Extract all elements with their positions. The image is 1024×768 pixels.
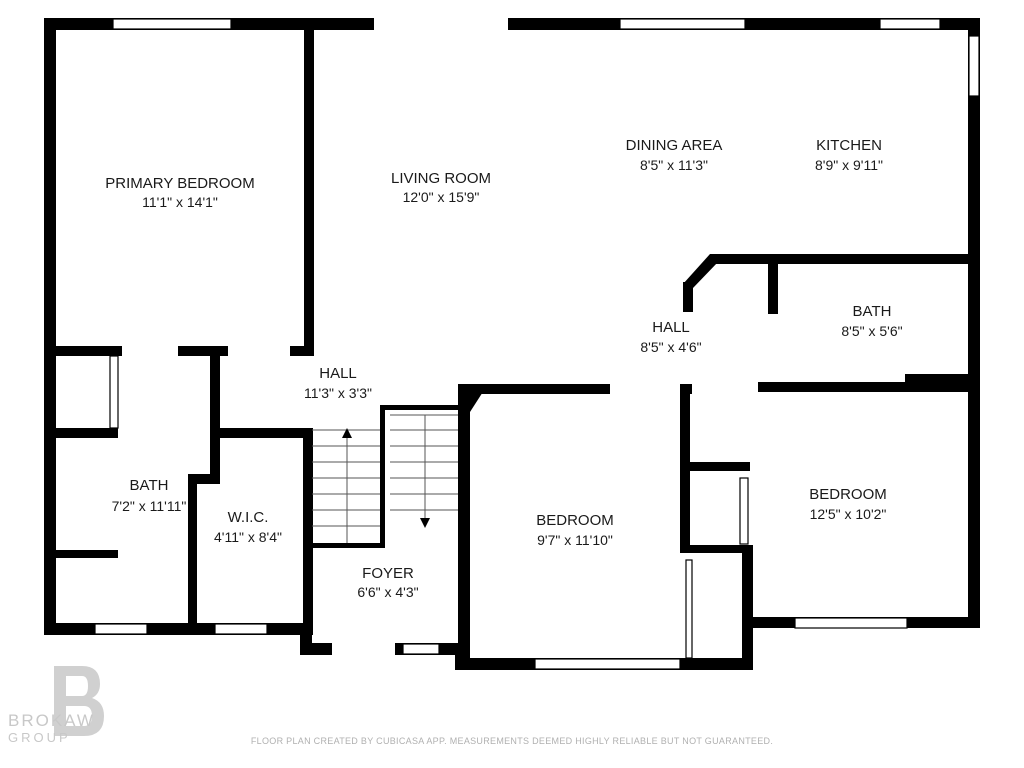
room-name-bedroom-right: BEDROOM [809, 486, 887, 503]
wall-corner-center [458, 384, 488, 412]
room-size-bedroom-center: 9'7" x 11'10" [537, 532, 613, 548]
room-name-bath-right: BATH [853, 303, 892, 320]
room-size-bath-right: 8'5" x 5'6" [841, 323, 902, 339]
stair-down-arrow-icon [420, 518, 430, 528]
room-size-living-room: 12'0" x 15'9" [403, 189, 480, 205]
room-name-dining-area: DINING AREA [626, 137, 723, 154]
room-size-hall-right: 8'5" x 4'6" [640, 339, 701, 355]
room-name-hall-right: HALL [652, 319, 690, 336]
brokaw-logo-icon [54, 666, 104, 736]
room-size-hall-left: 11'3" x 3'3" [304, 385, 372, 401]
brokaw-group-wordmark: BROKAW GROUP [8, 712, 95, 746]
room-size-bedroom-right: 12'5" x 10'2" [810, 506, 887, 522]
disclaimer-footer: FLOOR PLAN CREATED BY CUBICASA APP. MEAS… [250, 736, 774, 746]
room-name-living-room: LIVING ROOM [391, 170, 491, 187]
room-size-kitchen: 8'9" x 9'11" [815, 157, 883, 173]
room-name-bath-left: BATH [130, 477, 169, 494]
wall-corner-hall [683, 254, 718, 288]
room-name-hall-left: HALL [319, 365, 357, 382]
room-name-foyer: FOYER [362, 565, 414, 582]
room-size-bath-left: 7'2" x 11'11" [112, 498, 187, 514]
logo-line-2: GROUP [8, 730, 71, 745]
room-name-wic: W.I.C. [228, 509, 269, 526]
stair-up-arrow-icon [342, 428, 352, 438]
room-name-primary-bedroom: PRIMARY BEDROOM [105, 175, 254, 192]
room-size-foyer: 6'6" x 4'3" [357, 584, 418, 600]
windows [94, 18, 980, 670]
room-size-wic: 4'11" x 8'4" [214, 529, 282, 545]
room-name-kitchen: KITCHEN [816, 137, 882, 154]
room-size-primary-bedroom: 11'1" x 14'1" [142, 194, 218, 210]
logo-line-1: BROKAW [8, 711, 95, 730]
room-size-dining-area: 8'5" x 11'3" [640, 157, 708, 173]
walls [44, 18, 980, 670]
room-name-bedroom-center: BEDROOM [536, 512, 614, 529]
